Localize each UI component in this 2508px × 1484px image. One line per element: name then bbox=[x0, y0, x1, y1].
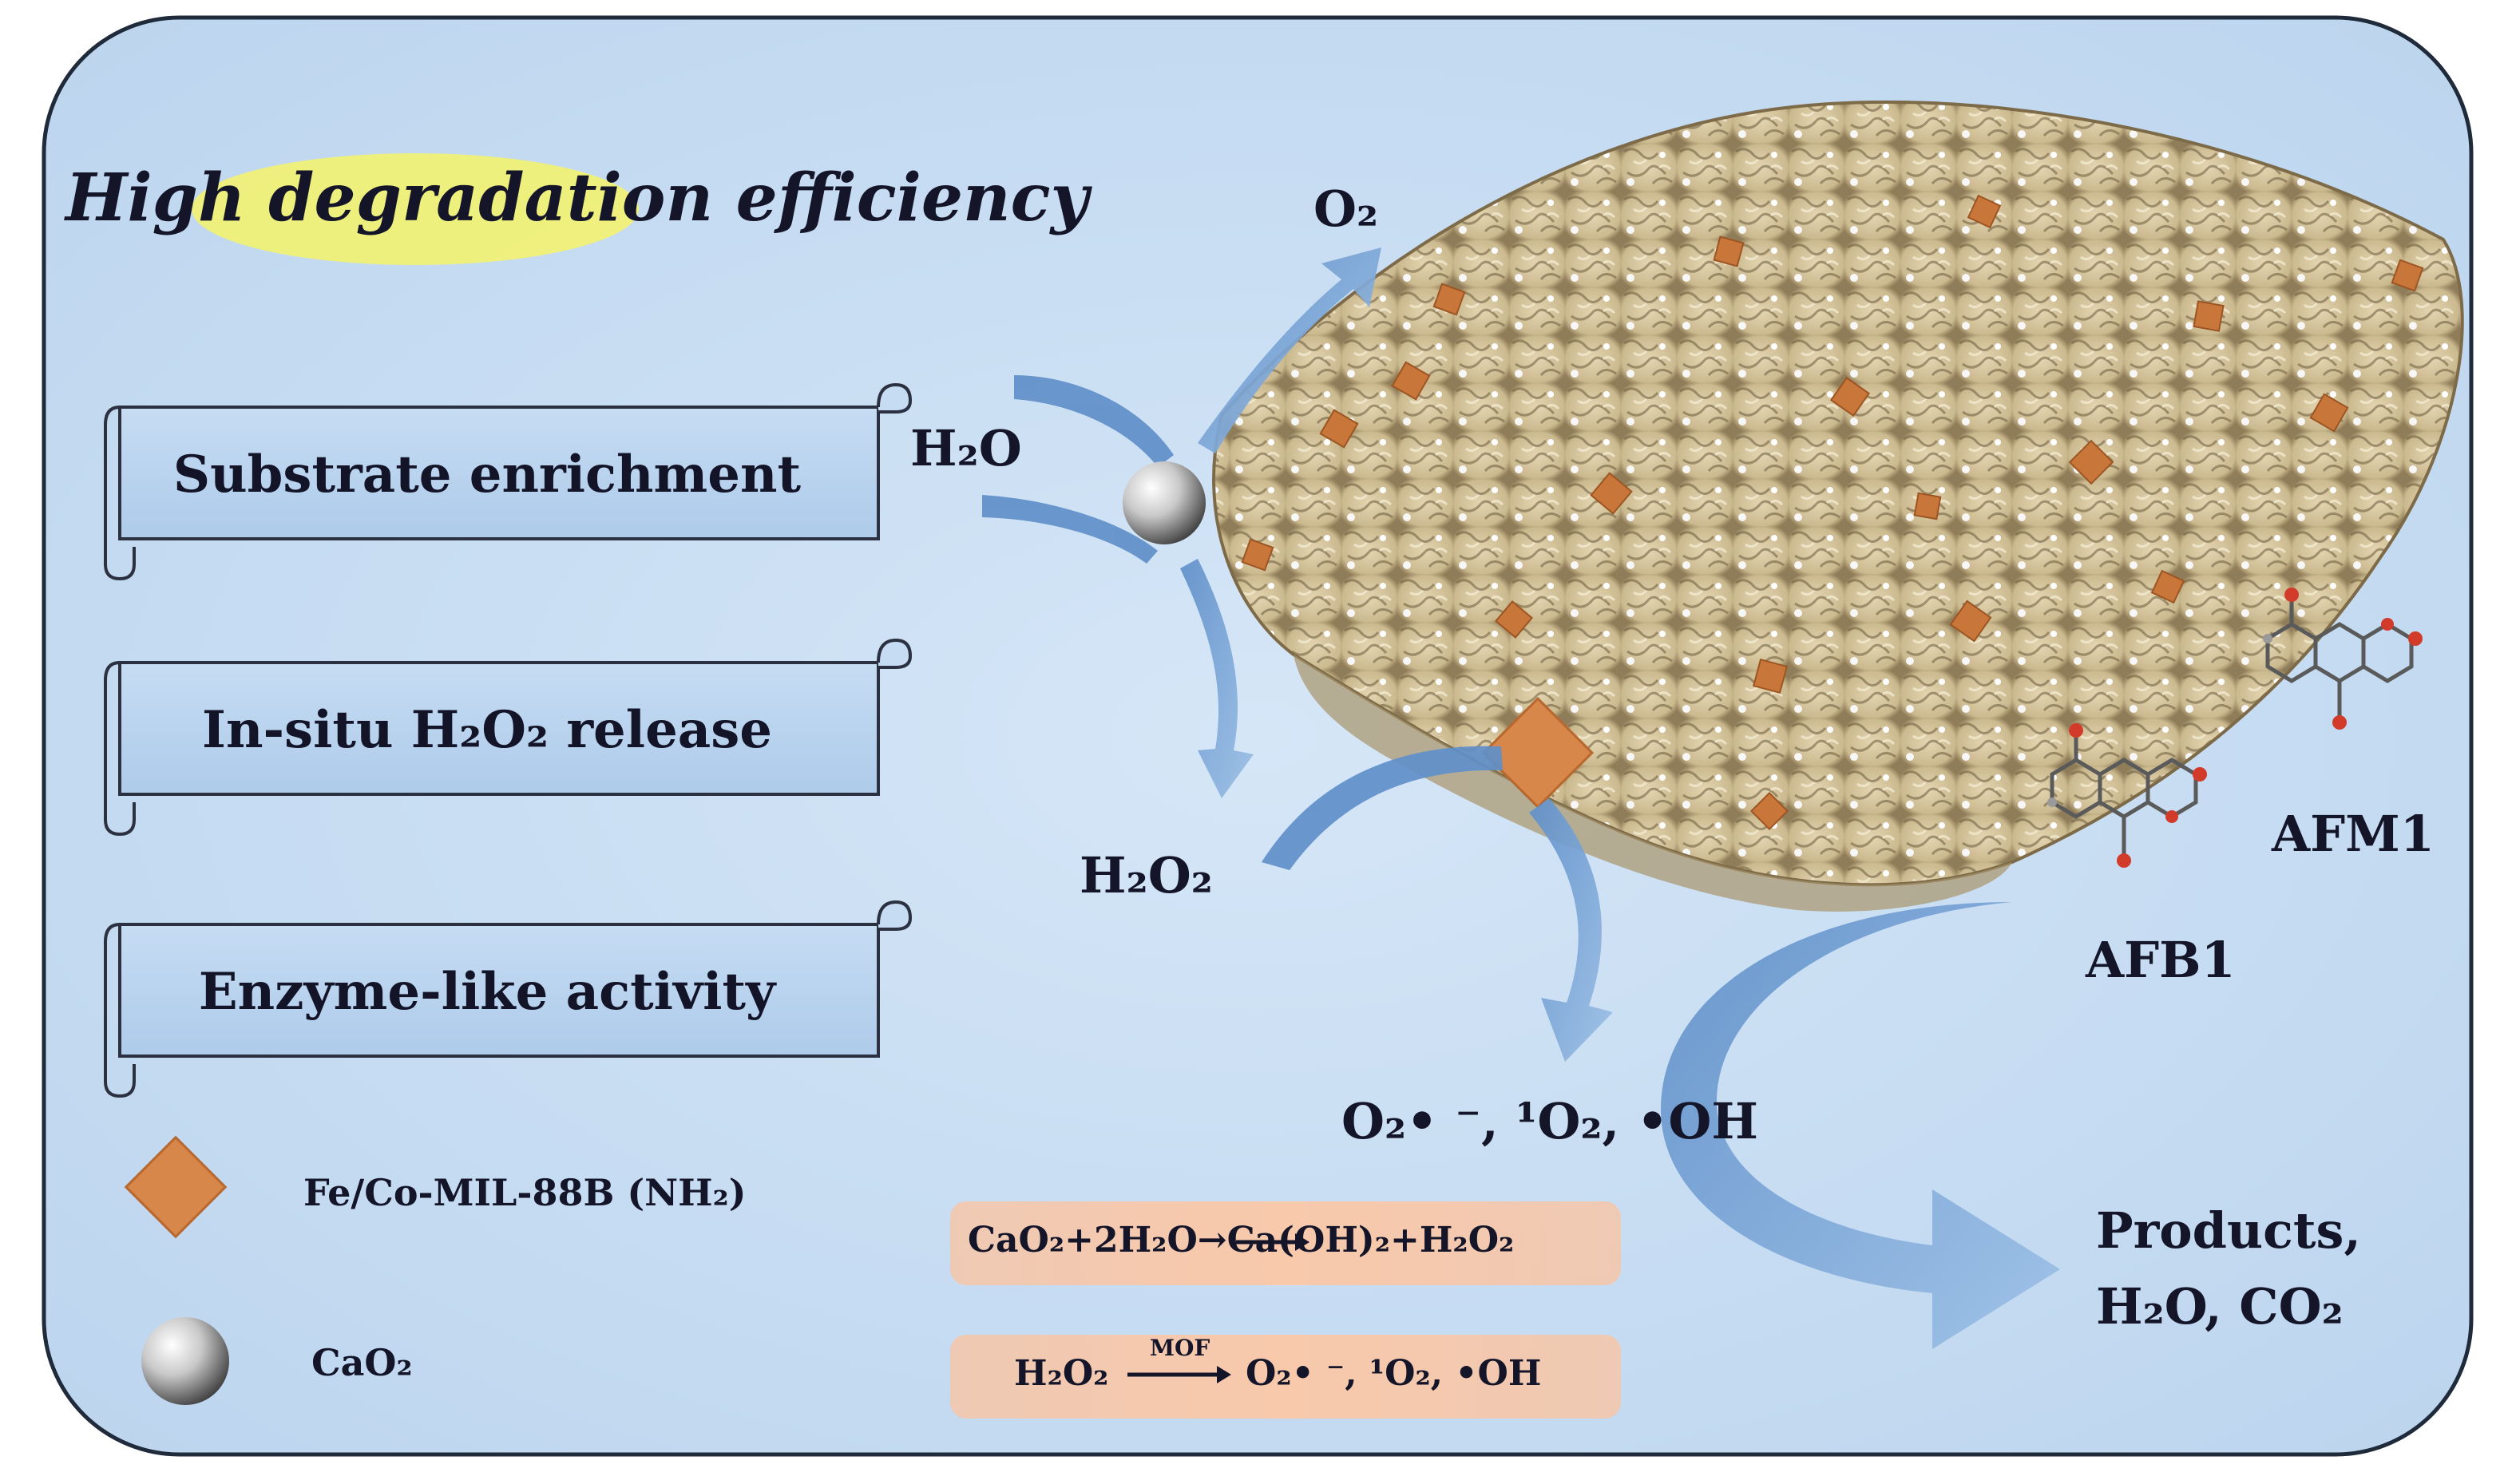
equation-2-reactant: H₂O₂ bbox=[1014, 1353, 1109, 1394]
mof-legend-icon bbox=[124, 1135, 228, 1239]
banner-2 bbox=[104, 638, 913, 837]
flow-arrows bbox=[982, 247, 2060, 1349]
mof-crystal bbox=[1481, 696, 1595, 809]
afm1-molecule bbox=[2263, 588, 2423, 730]
feature-substrate-enrichment: Substrate enrichment bbox=[172, 445, 802, 505]
equation-2-arrow bbox=[1127, 1366, 1231, 1383]
h2o2-label: H₂O₂ bbox=[1080, 846, 1213, 904]
legend-mof-label: Fe/Co-MIL-88B (NH₂) bbox=[303, 1171, 747, 1214]
banner-3 bbox=[104, 900, 913, 1098]
feature-h2o2-release: In-situ H₂O₂ release bbox=[202, 700, 772, 760]
title-highlight bbox=[192, 153, 639, 265]
afb1-molecule bbox=[2047, 723, 2207, 868]
equation-1: CaO₂+2H₂O→Ca(OH)₂+H₂O₂ bbox=[968, 1220, 1515, 1260]
h2o-label: H₂O bbox=[910, 419, 1022, 477]
products-label-line1: Products, bbox=[2096, 1201, 2361, 1260]
equation-2-bg bbox=[950, 1335, 1621, 1419]
equation-2-catalyst: MOF bbox=[1150, 1335, 1210, 1361]
sponge-material bbox=[1212, 100, 2464, 912]
diagram-title: High degradation efficiency bbox=[65, 160, 1089, 236]
banner-1 bbox=[104, 382, 913, 581]
cao2-legend-icon bbox=[141, 1317, 229, 1405]
products-label-line2: H₂O, CO₂ bbox=[2096, 1277, 2344, 1336]
cao2-sphere bbox=[1123, 461, 1206, 544]
equation-2-products: O₂• ⁻, ¹O₂, •OH bbox=[1246, 1353, 1542, 1394]
afm1-label: AFM1 bbox=[2272, 805, 2435, 863]
ros-label: O₂• ⁻, ¹O₂, •OH bbox=[1341, 1092, 1758, 1150]
legend-cao2-label: CaO₂ bbox=[311, 1341, 413, 1384]
feature-enzyme-like-activity: Enzyme-like activity bbox=[198, 962, 776, 1022]
afb1-label: AFB1 bbox=[2086, 931, 2236, 989]
o2-label: O₂ bbox=[1313, 180, 1379, 238]
equation-1-arrow bbox=[1236, 1233, 1309, 1251]
